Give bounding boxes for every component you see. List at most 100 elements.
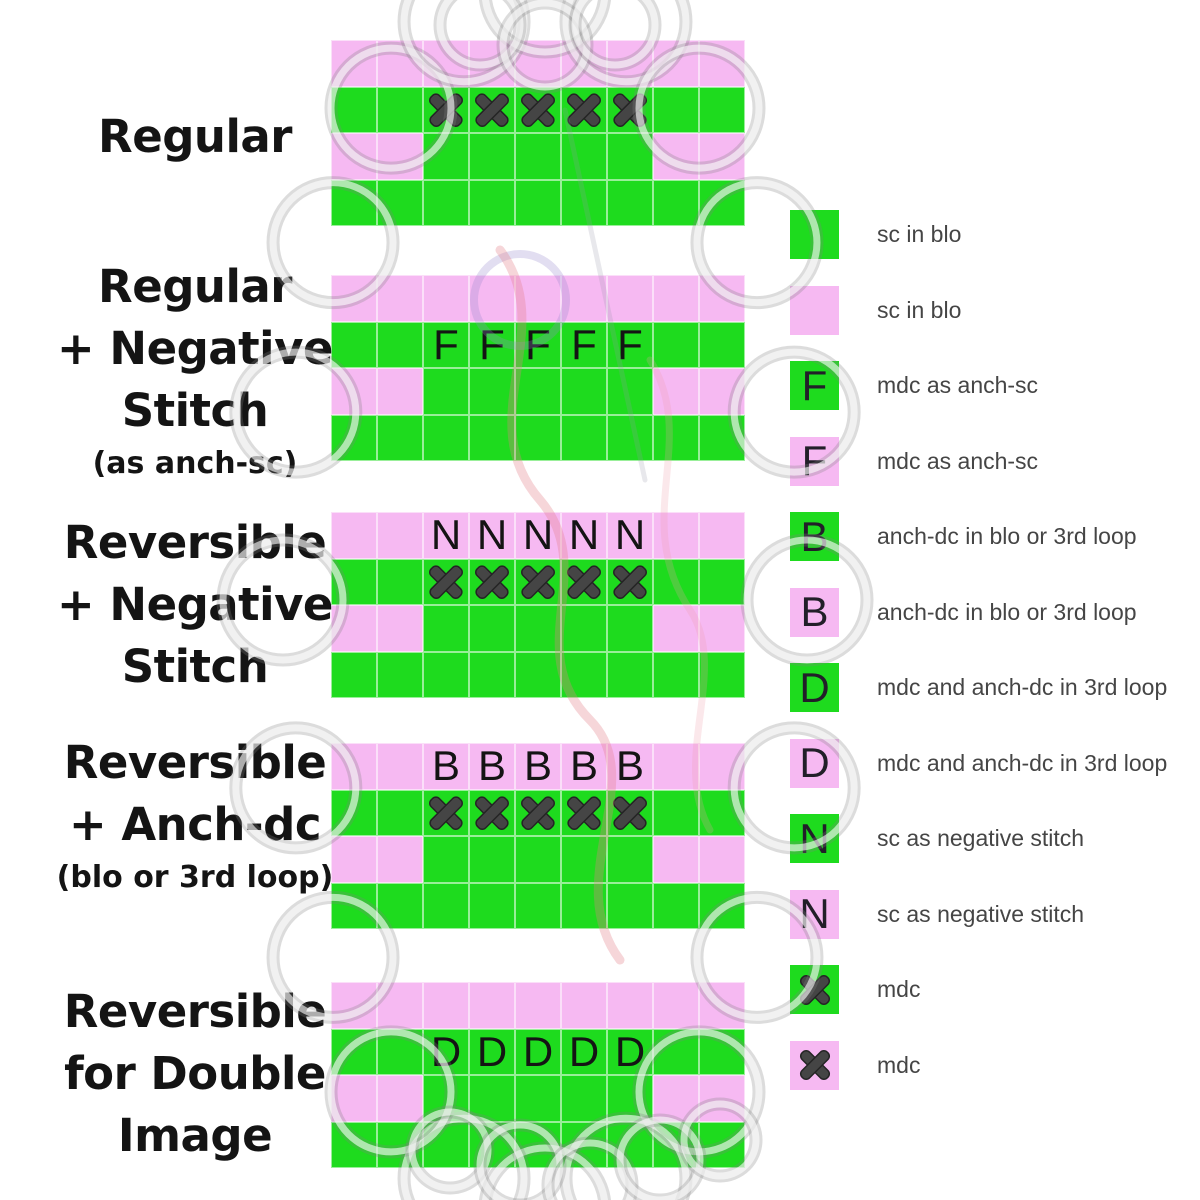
x-stitch-icon xyxy=(561,87,607,134)
grid-cell xyxy=(515,179,561,226)
stitch-letter-n: N xyxy=(614,511,646,559)
section-sublabel: (blo or 3rd loop) xyxy=(56,860,334,895)
grid-cell xyxy=(331,179,377,226)
section-label-reversible-anch-dc: Reversible+ Anch-dc(blo or 3rd loop) xyxy=(20,732,370,900)
x-stitch-icon xyxy=(515,87,561,134)
grid-cell xyxy=(331,40,377,87)
grid-cell xyxy=(607,651,653,698)
stitch-letter-d: D xyxy=(476,1027,508,1075)
grid-cell xyxy=(515,512,561,559)
grid-cell xyxy=(699,558,745,605)
x-stitch-icon xyxy=(795,970,835,1010)
grid-cell xyxy=(423,321,469,368)
x-stitch-icon xyxy=(607,559,653,606)
legend-label-8: sc as negative stitch xyxy=(877,825,1085,851)
grid-cell xyxy=(377,86,423,133)
grid-cell xyxy=(515,651,561,698)
legend-letter-n: N xyxy=(799,890,830,937)
x-stitch-icon xyxy=(515,790,561,837)
grid-cell xyxy=(469,982,515,1029)
legend-label-0: sc in blo xyxy=(877,221,962,247)
x-stitch-icon xyxy=(423,559,469,606)
grid-cell xyxy=(561,1028,607,1075)
grid-cell xyxy=(423,882,469,929)
grid-cell xyxy=(515,321,561,368)
stitch-letter-f: F xyxy=(433,320,459,368)
grid-cell xyxy=(699,789,745,836)
grid-cell xyxy=(699,368,745,415)
grid-cell xyxy=(561,368,607,415)
grid-cell xyxy=(469,1121,515,1168)
grid-cell xyxy=(653,1121,699,1168)
grid-cell xyxy=(377,836,423,883)
grid-cell xyxy=(515,133,561,180)
stitch-letter-d: D xyxy=(568,1027,600,1075)
x-stitch-icon xyxy=(469,87,515,134)
grid-cell xyxy=(607,1075,653,1122)
legend-letter-b: B xyxy=(800,512,829,560)
legend-letter-b: B xyxy=(800,588,829,635)
grid-cell xyxy=(561,40,607,87)
legend-letter-f: F xyxy=(801,437,828,484)
legend-letter-d: D xyxy=(799,663,830,711)
grid-cell xyxy=(607,414,653,461)
stitch-letter-f: F xyxy=(571,320,597,368)
grid-cell xyxy=(699,1075,745,1122)
grid-cell xyxy=(653,882,699,929)
grid-cell xyxy=(561,743,607,790)
section-label-line: Reversible xyxy=(63,516,327,569)
grid-cell xyxy=(653,1028,699,1075)
section-label-line: Image xyxy=(117,1109,273,1162)
grid-cell xyxy=(699,1028,745,1075)
grid-cell xyxy=(469,605,515,652)
grid-cell xyxy=(653,179,699,226)
grid-cell xyxy=(469,275,515,322)
grid-cell xyxy=(469,368,515,415)
grid-cell xyxy=(515,982,561,1029)
stitch-letter-f: F xyxy=(617,320,643,368)
grid-cell xyxy=(561,321,607,368)
stitch-letter-n: N xyxy=(522,511,554,559)
grid-cell xyxy=(423,651,469,698)
x-stitch-icon xyxy=(423,87,469,134)
grid-cell xyxy=(469,414,515,461)
grid-cell xyxy=(377,1121,423,1168)
grid-cell xyxy=(607,605,653,652)
grid-cell xyxy=(423,179,469,226)
legend-label-7: mdc and anch-dc in 3rd loop xyxy=(877,749,1168,776)
grid-cell xyxy=(515,605,561,652)
grid-cell xyxy=(653,651,699,698)
grid-cell xyxy=(653,982,699,1029)
stitch-letter-b: B xyxy=(477,742,506,790)
legend-letter-d: D xyxy=(799,739,830,786)
grid-cell xyxy=(561,651,607,698)
grid-cell xyxy=(561,179,607,226)
grid-cell xyxy=(699,414,745,461)
grid-cell xyxy=(561,882,607,929)
grid-cell xyxy=(377,743,423,790)
legend-label-3: mdc as anch-sc xyxy=(877,447,1039,474)
grid-cell xyxy=(561,414,607,461)
grid-cell xyxy=(469,1075,515,1122)
x-stitch-icon xyxy=(469,790,515,837)
grid-cell xyxy=(561,1121,607,1168)
grid-cell xyxy=(377,1075,423,1122)
section-label-regular: Regular xyxy=(20,106,370,168)
stitch-letter-n: N xyxy=(430,511,462,559)
grid-cell xyxy=(515,836,561,883)
grid-cell xyxy=(607,133,653,180)
grid-cell xyxy=(377,789,423,836)
grid-cell xyxy=(377,275,423,322)
section-label-line: Reversible xyxy=(63,736,327,789)
stitch-letter-b: B xyxy=(615,742,644,790)
grid-cell xyxy=(653,368,699,415)
grid-cell xyxy=(515,1028,561,1075)
grid-cell xyxy=(469,743,515,790)
legend-swatch-6: D xyxy=(790,663,839,712)
x-stitch-icon xyxy=(607,87,653,134)
grid-cell xyxy=(653,789,699,836)
legend-letter-n: N xyxy=(799,814,830,862)
